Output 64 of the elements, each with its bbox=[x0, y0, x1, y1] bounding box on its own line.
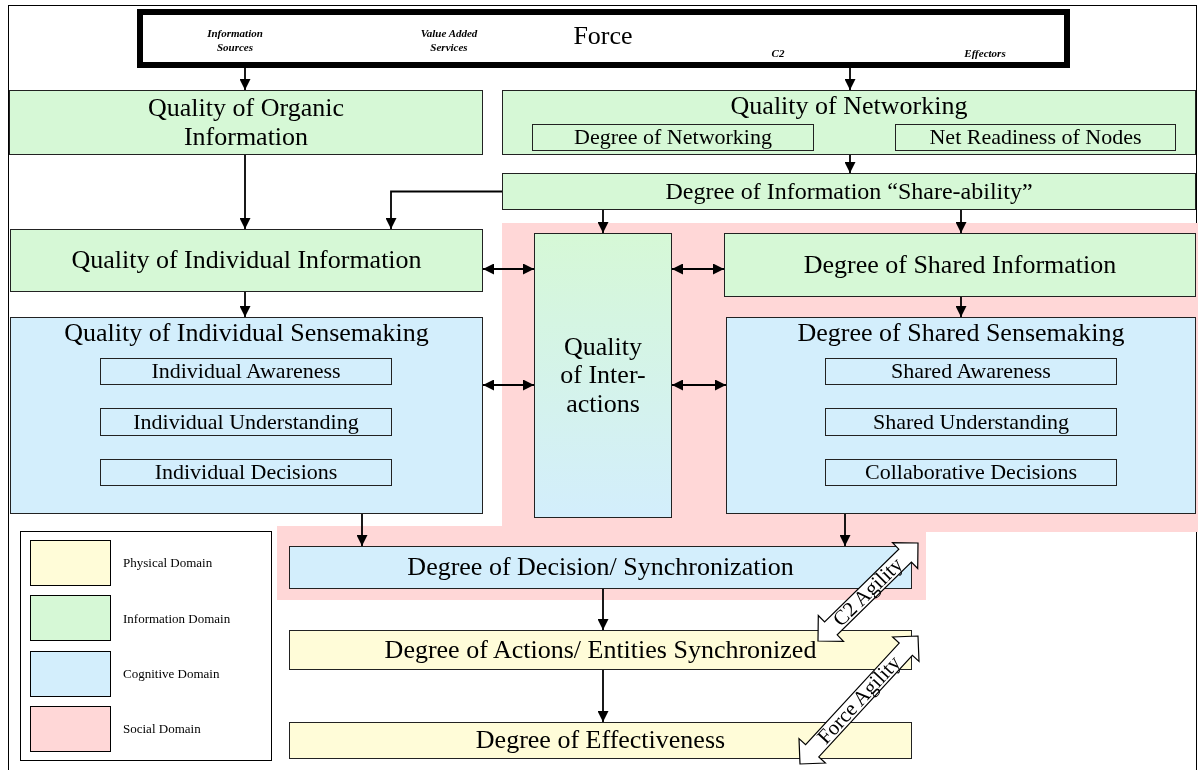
box-title: Degree of Shared Sensemaking bbox=[797, 319, 1125, 348]
arrow bbox=[597, 669, 609, 723]
legend-label: Social Domain bbox=[123, 720, 201, 739]
arrow bbox=[482, 379, 535, 391]
box-label: Individual Awareness bbox=[151, 359, 341, 384]
box-title: Degree of Decision/ Synchronization bbox=[407, 553, 794, 582]
process-box bbox=[724, 233, 1196, 297]
double-block-arrow bbox=[817, 542, 919, 642]
box-label: Shared Understanding bbox=[872, 409, 1070, 435]
box-title: Quality of Individual Sensemaking bbox=[64, 319, 429, 348]
box-label: Degree of Networking bbox=[574, 125, 772, 150]
arrow bbox=[239, 154, 251, 230]
arrow bbox=[671, 379, 727, 391]
box-title: Force bbox=[573, 23, 633, 49]
box-label: Shared Awareness bbox=[891, 359, 1051, 384]
process-box bbox=[10, 317, 483, 514]
arrow bbox=[844, 67, 856, 91]
process-box bbox=[10, 229, 483, 292]
box-label: Net Readiness of Nodes bbox=[929, 125, 1142, 150]
box-label: Individual Decisions bbox=[154, 460, 338, 485]
sub-box bbox=[100, 358, 392, 385]
sub-box bbox=[825, 459, 1117, 486]
process-box bbox=[9, 90, 483, 155]
arrow bbox=[482, 263, 535, 275]
box-title: Quality of Inter-actions bbox=[559, 332, 647, 419]
legend-label: Information Domain bbox=[123, 609, 231, 628]
double-block-arrow bbox=[798, 635, 920, 765]
component-label: Effectors bbox=[963, 47, 1007, 61]
box-label: Individual Understanding bbox=[133, 409, 359, 435]
sub-box bbox=[532, 124, 814, 151]
sub-box bbox=[100, 408, 392, 436]
process-box bbox=[502, 173, 1196, 210]
sub-box bbox=[895, 124, 1176, 151]
box-title: Degree of Shared Information bbox=[803, 250, 1117, 280]
box-title: Degree of Actions/ Entities Synchronized bbox=[384, 635, 817, 665]
process-box bbox=[502, 90, 1196, 155]
legend-label: Physical Domain bbox=[123, 554, 213, 573]
arrow bbox=[839, 513, 851, 547]
arrow bbox=[844, 154, 856, 174]
arrow bbox=[955, 209, 967, 234]
box-title: Degree of Effectiveness bbox=[475, 726, 726, 755]
sub-box bbox=[100, 459, 392, 486]
sub-box bbox=[825, 358, 1117, 385]
legend-label: Cognitive Domain bbox=[123, 664, 220, 683]
arrow bbox=[239, 291, 251, 318]
box-label: Collaborative Decisions bbox=[865, 460, 1077, 485]
box-title: Quality of Organic Information bbox=[147, 93, 345, 152]
arrow bbox=[239, 67, 251, 91]
process-box bbox=[534, 233, 672, 518]
box-title: Quality of Networking bbox=[730, 92, 968, 121]
force-box bbox=[137, 9, 1070, 68]
arrow bbox=[671, 263, 725, 275]
arrow bbox=[955, 296, 967, 318]
sub-box bbox=[825, 408, 1117, 436]
process-box bbox=[726, 317, 1196, 514]
component-label: Value Added Services bbox=[419, 27, 479, 55]
arrow bbox=[385, 190, 503, 230]
component-label: C2 bbox=[770, 47, 786, 61]
arrow bbox=[597, 588, 609, 631]
box-title: Quality of Individual Information bbox=[71, 246, 422, 275]
arrow bbox=[356, 513, 368, 547]
box-title: Degree of Information “Share-ability” bbox=[665, 178, 1033, 205]
component-label: Information Sources bbox=[206, 27, 264, 55]
arrow bbox=[597, 209, 609, 234]
